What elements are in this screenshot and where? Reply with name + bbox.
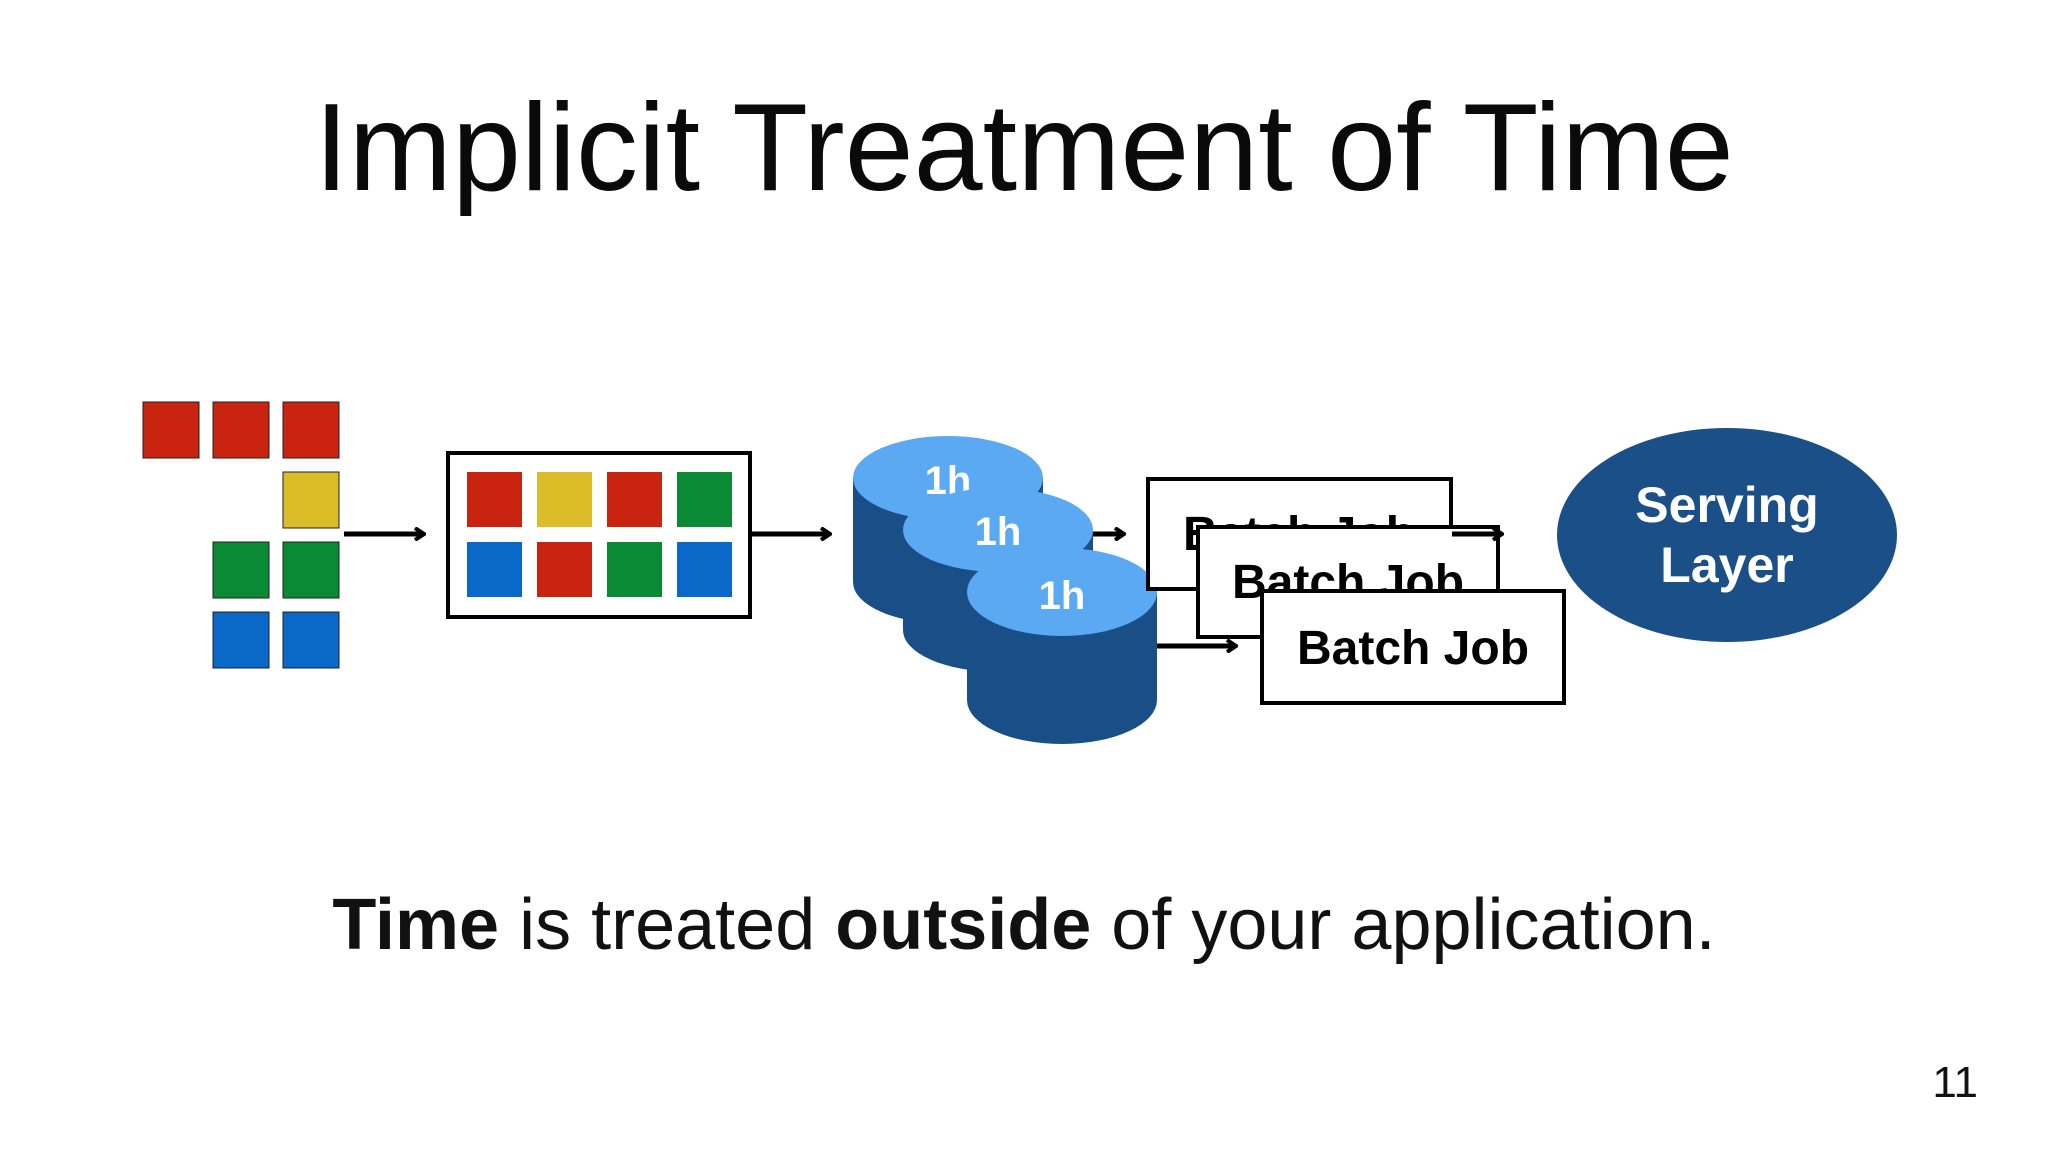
event-square-blue (282, 611, 340, 669)
event-square-red (142, 401, 200, 459)
caption-emphasis-outside: outside (835, 885, 1092, 965)
serving-layer-label-line1: Serving (1635, 477, 1818, 533)
event-square-green (282, 541, 340, 599)
event-square-red (282, 401, 340, 459)
event-square-yellow (282, 471, 340, 529)
caption-text: is treated (499, 885, 836, 965)
slide-title: Implicit Treatment of Time (314, 79, 1734, 217)
partition-label: 1h (1039, 574, 1086, 618)
event-square-blue (212, 611, 270, 669)
event-stream-squares (142, 401, 340, 669)
caption-text: of your application. (1091, 885, 1716, 965)
batch-job-label: Batch Job (1297, 622, 1529, 675)
event-log-box (446, 451, 752, 619)
caption-emphasis-time: Time (332, 885, 500, 965)
event-square-green (212, 541, 270, 599)
serving-layer-label-line2: Layer (1660, 537, 1793, 593)
slide-caption: Time is treated outside of your applicat… (0, 880, 2048, 970)
partition-cylinder-3: 1h (967, 548, 1157, 744)
partition-label: 1h (975, 510, 1022, 554)
page-number: 11 (1932, 1058, 1978, 1107)
event-square-red (212, 401, 270, 459)
batch-job-box-3: Batch Job (1260, 589, 1566, 705)
serving-layer: Serving Layer (1557, 428, 1897, 642)
